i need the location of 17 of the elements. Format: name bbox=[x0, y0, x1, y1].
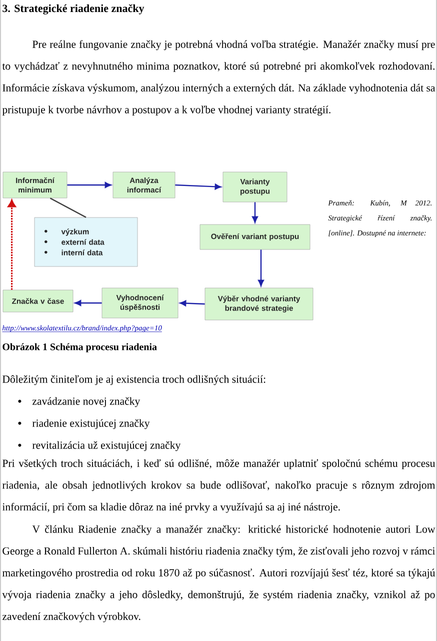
heading: 3. Strategické riadenie značky bbox=[2, 4, 144, 14]
bullet-item: riadenie existujúcej značky bbox=[18, 419, 150, 430]
arrow bbox=[8, 200, 16, 290]
arrow bbox=[74, 300, 102, 306]
paragraph: V článku Riadenie značky a manažér značky: kritické historické hodnotenie autori Low George a Ronald Fullerton A. skúmali históriu riadenia značky tým, že zisťovali jeho rozvoj v rámci marketingového prostredia od roku 1870 až po súčasnosť. Autori rozvíjajú šesť téz, ktoré sa týkajú vývoja riadenia značky a jeho dôsledky, demonštrujú, že systém riadenia značky, vznikol až po zavedení značkových výrobkov. bbox=[2, 525, 436, 622]
arrow bbox=[175, 184, 222, 190]
arrow bbox=[67, 182, 112, 188]
arrow bbox=[252, 202, 258, 223]
leader-line bbox=[50, 198, 86, 218]
arrow bbox=[258, 250, 264, 286]
paragraph: Pri všetkých troch situáciách, i keď sú odlišné, môže manažér uplatniť spoločnú schému procesu riadenia, ale obsah jednotlivých krokov sa bude odlišovať, nakoľko pracuje s rôznym zdrojom informácií, pri čom sa kladie dôraz na iné prvky a využívajú sa aj iné nástroje. bbox=[2, 459, 436, 513]
paragraph: Pre reálne fungovanie značky je potrebná vhodná voľba stratégie. Manažér značky musí pre to vychádzať z nevyhnutného minima poznatkov, ktoré sú potrebné pri akomkoľvek rozhodovaní. Informácie získava výskumom, analýzou interných a externých dát. Na základe vyhodnotenia dát sa pristupuje k tvorbe návrhov a postupov a k voľbe vhodnej varianty stratégií. bbox=[2, 40, 436, 116]
bullet-item: revitalizácia už existujúcej značky bbox=[18, 441, 181, 452]
paragraph: Dôležitým činiteľom je aj existencia troch odlišných situácií: bbox=[2, 375, 266, 386]
arrow bbox=[180, 300, 205, 306]
bullet-item: zavádzanie novej značky bbox=[18, 397, 140, 408]
caption: Obrázok 1 Schéma procesu riadenia bbox=[2, 343, 157, 352]
